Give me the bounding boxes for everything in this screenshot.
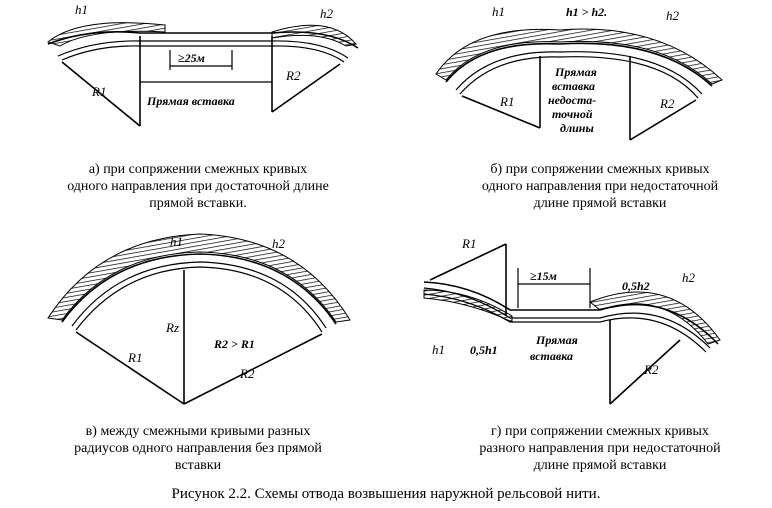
panel-b-radius-r1 bbox=[461, 95, 541, 129]
panel-g-rail-bot bbox=[423, 293, 707, 353]
panel-g-insert-line-1: Прямая bbox=[535, 333, 578, 347]
panel-a-radius-r1 bbox=[61, 61, 141, 127]
panel-v-caption: в) между смежными кривыми разных радиусо… bbox=[74, 424, 322, 473]
panel-g-hatch-left bbox=[423, 289, 513, 323]
panel-b-label-r1: R1 bbox=[499, 94, 514, 109]
panel-v-rail-outer bbox=[61, 253, 337, 325]
panel-b-rail-outer bbox=[445, 42, 713, 87]
panel-g-rail-mid bbox=[423, 287, 711, 349]
panel-a-label-r2: R2 bbox=[285, 68, 301, 83]
panel-b-radius-r2 bbox=[629, 99, 697, 141]
panel-b-label-r2: R2 bbox=[659, 96, 675, 111]
panel-a-label-dist: ≥25м bbox=[178, 51, 205, 65]
panel-b-caption: б) при сопряжении смежных кривых одного … bbox=[481, 162, 719, 211]
panel-g-label-r1: R1 bbox=[461, 236, 476, 251]
panel-g-radius-r1-diag bbox=[429, 243, 507, 281]
panel-g-caption: г) при сопряжении смежных кривых разного… bbox=[479, 424, 721, 473]
panel-a-radius-r2 bbox=[271, 63, 341, 113]
panel-g-label-half-h2: 0,5h2 bbox=[622, 279, 650, 293]
panel-b-hatch bbox=[435, 28, 723, 85]
panel-v-rail-inner bbox=[71, 261, 327, 329]
panel-a-hatch-left bbox=[46, 22, 166, 47]
panel-v-label-r1: R1 bbox=[127, 350, 142, 365]
panel-b-insert-line-4: точной bbox=[552, 107, 593, 121]
figure-caption: Рисунок 2.2. Схемы отвода возвышения нар… bbox=[171, 486, 601, 502]
panel-g-label-h2: h2 bbox=[682, 270, 696, 285]
panel-b-insert-line-2: вставка bbox=[552, 79, 595, 93]
panel-v-label-rel: R2 > R1 bbox=[213, 337, 255, 351]
panel-a-label-h2: h2 bbox=[320, 6, 334, 21]
panel-v-drawing: h1 h2 R1 Rz R2 > R1 R2 bbox=[47, 233, 351, 405]
panel-g-label-h1: h1 bbox=[432, 342, 445, 357]
panel-v-label-rz: Rz bbox=[165, 320, 179, 335]
panel-a-caption: а) при сопряжении смежных кривых одного … bbox=[67, 162, 329, 211]
panel-b-insert-line-1: Прямая bbox=[554, 65, 597, 79]
panel-b-label-h2: h2 bbox=[666, 8, 680, 23]
panel-g-label-half-h1: 0,5h1 bbox=[470, 343, 498, 357]
panel-b-label-h1: h1 bbox=[492, 4, 505, 19]
panel-g-label-dist: ≥15м bbox=[530, 269, 557, 283]
panel-v-hatch bbox=[47, 233, 351, 323]
panel-v-radius-r1 bbox=[75, 331, 185, 405]
panel-a-label-h1: h1 bbox=[75, 2, 88, 17]
panel-g-drawing: R1 ≥15м 0,5h2 h2 h1 0,5h1 Прямая вставка… bbox=[423, 236, 721, 405]
panel-b-label-rel: h1 > h2. bbox=[566, 5, 607, 19]
panel-g-insert-line-2: вставка bbox=[530, 349, 573, 363]
panel-b-insert-line-5: длины bbox=[560, 121, 594, 135]
panel-a-hatch-right bbox=[271, 24, 357, 47]
panel-g-radius-r2-diag bbox=[609, 339, 681, 405]
panel-a-label-insert: Прямая вставка bbox=[146, 94, 235, 108]
panel-v-radius-r2 bbox=[183, 333, 323, 405]
panel-g-label-r2: R2 bbox=[643, 362, 659, 377]
panel-a-rail-outer bbox=[47, 31, 359, 49]
panel-v-label-r2: R2 bbox=[239, 366, 255, 381]
panel-b-rail-inner bbox=[455, 51, 703, 95]
panel-b-insert-line-3: недоста- bbox=[548, 93, 596, 107]
panel-b-rail-inner2 bbox=[459, 56, 699, 99]
panel-a-label-r1: R1 bbox=[91, 84, 106, 99]
panel-a-drawing: h1 h2 R1 R2 ≥25м Прямая вставка bbox=[46, 2, 359, 127]
panel-b-drawing: h1 h1 > h2. h2 R1 R2 Прямая вставка недо… bbox=[435, 4, 723, 141]
panel-g-rail-top bbox=[423, 281, 719, 345]
panel-a-rail-inner2 bbox=[61, 45, 345, 63]
panel-v-rail-inner2 bbox=[75, 266, 323, 333]
panel-v-label-h2: h2 bbox=[272, 236, 286, 251]
panel-v-label-h1: h1 bbox=[170, 234, 183, 249]
